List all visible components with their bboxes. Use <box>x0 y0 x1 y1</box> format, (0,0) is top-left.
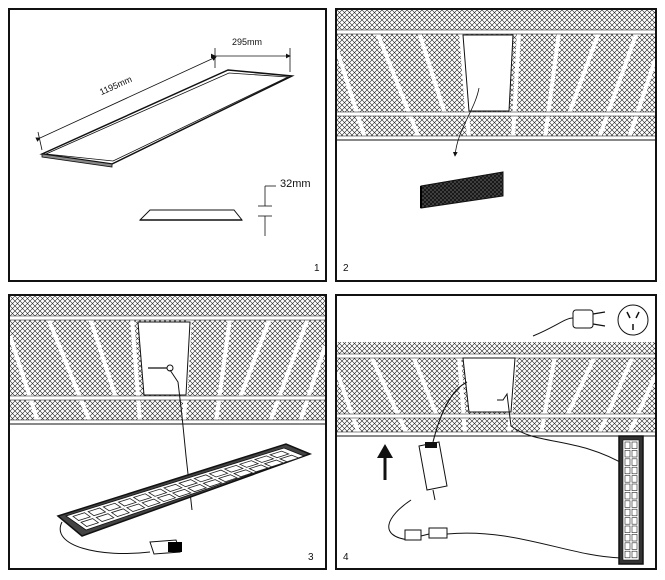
diffuser-cell <box>631 517 638 525</box>
driver-wire <box>432 381 468 443</box>
diffuser-cell <box>631 550 638 559</box>
wall-socket <box>617 304 649 336</box>
diffuser-cell <box>631 534 638 542</box>
diffuser-cell <box>631 500 638 508</box>
diffuser-cell <box>631 441 638 449</box>
power-cable <box>446 532 622 559</box>
diffuser-cell <box>217 474 239 483</box>
diffuser-cell <box>248 464 269 473</box>
thickness-label: 32mm <box>280 178 311 190</box>
panel-diffuser-grid <box>624 441 638 559</box>
diffuser-cell <box>631 508 638 517</box>
ceiling-tile-removal-diagram <box>337 10 655 209</box>
diffuser-cell <box>263 459 285 468</box>
diffuser-cell <box>223 464 244 473</box>
diffuser-cell <box>80 518 100 527</box>
panel-wiring-diagram <box>10 296 325 555</box>
diffuser-cell <box>631 525 638 533</box>
step-3-panel: 3 <box>8 294 327 570</box>
ceiling-opening <box>462 357 516 413</box>
length-dimension-line <box>35 56 217 142</box>
step-1-panel: 295mm 1195mm 32mm 1 <box>8 8 327 282</box>
diffuser-cell <box>171 488 192 498</box>
led-driver <box>418 441 448 491</box>
panel-dimensions-diagram <box>35 48 295 236</box>
diffuser-cell <box>631 466 638 475</box>
diffuser-cell <box>624 492 631 500</box>
diffuser-cell <box>95 513 115 522</box>
diffuser-cell <box>178 479 199 488</box>
diffuser-cell <box>624 500 631 508</box>
down-arrow <box>452 87 480 157</box>
diffuser-cell <box>253 455 275 463</box>
diffuser-cell <box>110 508 131 517</box>
step-number: 3 <box>308 552 314 563</box>
power-cable <box>59 521 151 555</box>
step-number: 4 <box>343 552 349 563</box>
diffuser-cell <box>631 483 638 491</box>
diffuser-cell <box>624 458 631 466</box>
diffuser-cell <box>631 542 638 550</box>
diffuser-cell <box>624 475 631 483</box>
diffuser-cell <box>624 550 631 559</box>
diffuser-cell <box>102 502 122 512</box>
diffuser-cell <box>624 542 631 550</box>
diffuser-cell <box>193 474 214 483</box>
ceiling-opening <box>137 321 191 396</box>
width-label: 295mm <box>232 37 263 47</box>
diffuser-cell <box>624 466 631 475</box>
led-panel-outline <box>39 69 295 165</box>
diffuser-cell <box>72 512 92 521</box>
panel-wire <box>497 392 628 467</box>
panel-installation-diagram <box>337 304 655 565</box>
step-number: 1 <box>314 263 320 274</box>
cable-connector <box>404 529 422 541</box>
diffuser-cell <box>117 498 137 507</box>
diffuser-cell <box>163 483 183 492</box>
diffuser-cell <box>187 484 208 493</box>
ceiling-hook <box>166 364 174 372</box>
diffuser-cell <box>624 483 631 491</box>
diffuser-cell <box>631 492 638 500</box>
diffuser-cell <box>631 475 638 483</box>
diffuser-cell <box>624 534 631 542</box>
diffuser-cell <box>147 488 168 497</box>
diffuser-cell <box>631 450 638 458</box>
diffuser-cell <box>624 441 631 449</box>
panel-diffuser-grid <box>72 450 300 527</box>
diffuser-cell <box>631 458 638 466</box>
driver-connector <box>168 542 182 552</box>
diffuser-cell <box>278 454 300 463</box>
step-2-panel: 2 <box>335 8 657 282</box>
power-lead <box>532 317 574 337</box>
diffuser-cell <box>624 525 631 533</box>
diffuser-cell <box>156 493 177 503</box>
diffuser-cell <box>268 450 290 459</box>
cable-connector <box>428 527 448 539</box>
diffuser-cell <box>87 507 107 517</box>
step-number: 2 <box>343 263 349 274</box>
diffuser-cell <box>202 479 223 488</box>
diffuser-cell <box>132 493 153 502</box>
power-plug <box>572 309 594 329</box>
step-4-panel: 4 <box>335 294 657 570</box>
removed-ceiling-tile <box>420 171 504 209</box>
diffuser-cell <box>624 517 631 525</box>
diffuser-cell <box>141 498 161 508</box>
diffuser-cell <box>126 503 146 513</box>
diffuser-cell <box>624 508 631 517</box>
ceiling-opening <box>462 34 514 112</box>
panel-side-profile <box>138 209 244 221</box>
diffuser-cell <box>233 469 254 478</box>
diffuser-cell <box>238 460 260 468</box>
diffuser-cell <box>624 450 631 458</box>
diffuser-cell <box>208 469 229 478</box>
